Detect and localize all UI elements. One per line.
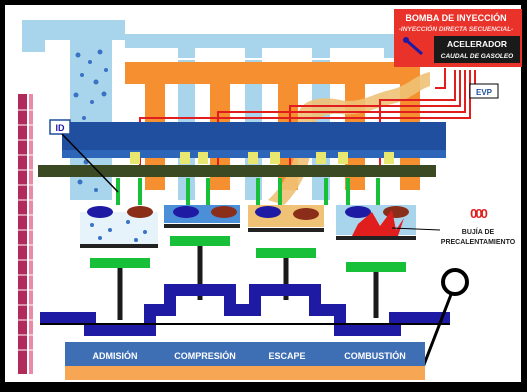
glow-plug-label-2: PRECALENTAMIENTO	[441, 239, 516, 246]
stroke-label-combustion: COMBUSTIÓN	[344, 350, 406, 361]
pump-title: BOMBA DE INYECCIÓN	[405, 12, 506, 23]
cylinder-2	[164, 205, 240, 246]
pump-subtitle: -INYECCIÓN DIRECTA SECUENCIAL-	[399, 24, 513, 33]
stroke-label-exhaust: ESCAPE	[268, 351, 305, 361]
stroke-label-compression: COMPRESIÓN	[174, 350, 236, 361]
glow-plug-symbol: 000	[470, 206, 487, 221]
left-rails	[18, 94, 33, 374]
flywheel-indicator	[443, 270, 467, 294]
id-label: ID	[56, 123, 66, 133]
stroke-label-intake: ADMISIÓN	[93, 350, 138, 361]
cylinder-3	[248, 205, 324, 258]
accelerator-label: ACELERADOR	[447, 39, 507, 49]
glow-plug-label-1: BUJÍA DE	[462, 227, 495, 236]
evp-label: EVP	[476, 88, 493, 97]
cylinder-1	[80, 206, 158, 268]
fuel-flow-label: CAUDAL DE GASOLEO	[441, 53, 513, 60]
base-strip	[65, 366, 425, 380]
injection-pump: BOMBA DE INYECCIÓN -INYECCIÓN DIRECTA SE…	[394, 9, 522, 67]
